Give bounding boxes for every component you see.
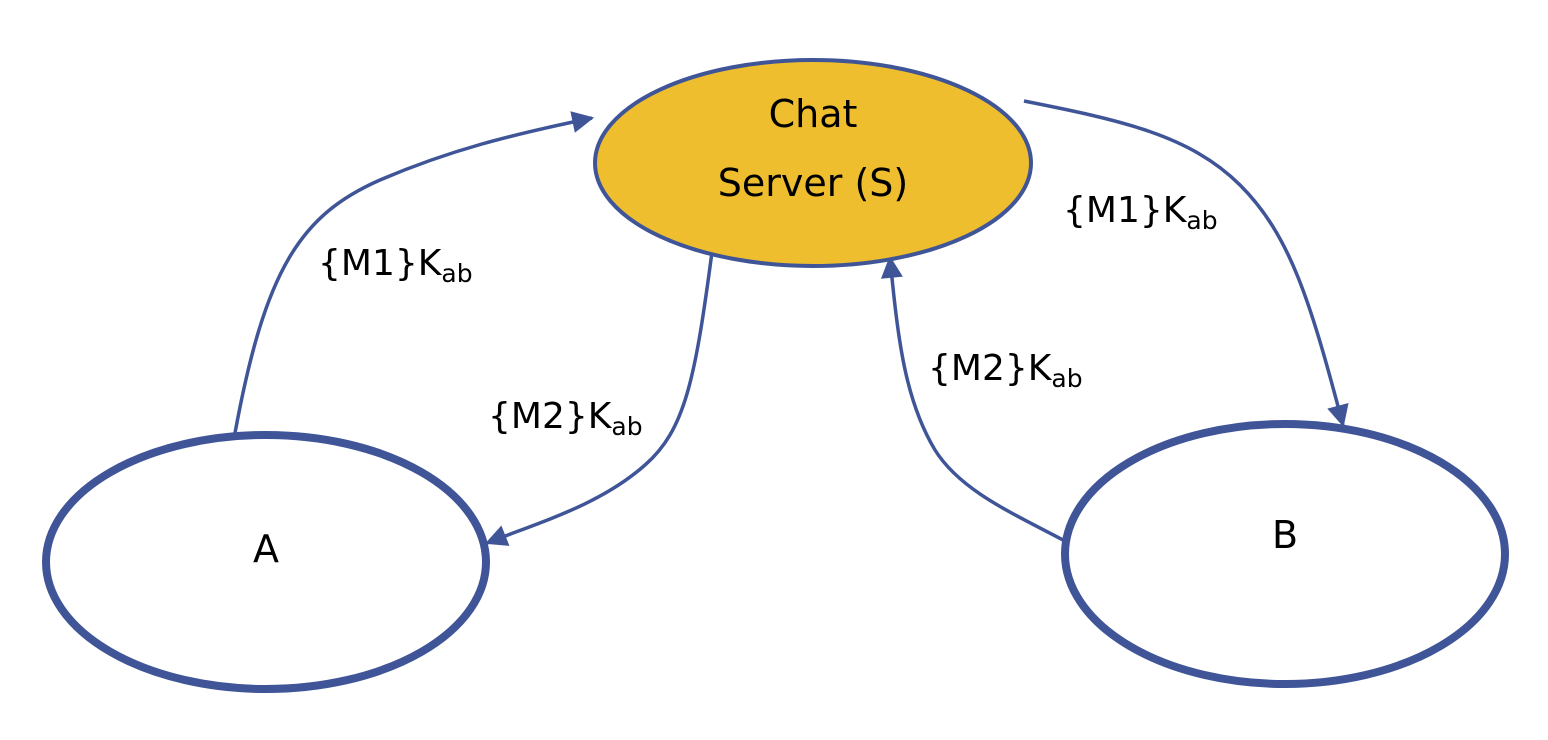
edge-label-server-to-a-sub: ab (611, 412, 642, 441)
edge-label-b-to-server-sub: ab (1051, 364, 1082, 393)
client-a-ellipse (42, 431, 490, 693)
edge-server-to-b (1023, 99, 1349, 428)
edge-label-server-to-a-base: {M2}K (488, 396, 613, 437)
server-ellipse (593, 58, 1033, 268)
edge-b-to-server (880, 255, 1064, 542)
edge-a-to-server (233, 111, 595, 434)
client-a-label: A (253, 527, 279, 571)
server-label-line1: Chat (769, 92, 858, 136)
client-a-node: A (42, 431, 490, 693)
edge-label-server-to-b-base: {M1}K (1063, 190, 1188, 231)
edge-label-a-to-server-sub: ab (441, 259, 472, 288)
edge-label-server-to-a: {M2}Kab (488, 396, 643, 441)
server-label-line2: Server (S) (718, 161, 908, 205)
client-b-node: B (1061, 420, 1509, 688)
edge-server-to-a (484, 251, 714, 546)
client-b-label: B (1272, 513, 1298, 557)
edge-label-a-to-server: {M1}Kab (318, 243, 473, 288)
edge-label-b-to-server-base: {M2}K (928, 348, 1053, 389)
edge-label-server-to-b: {M1}Kab (1063, 190, 1218, 235)
edge-label-a-to-server-base: {M1}K (318, 243, 443, 284)
client-b-ellipse (1061, 420, 1509, 688)
server-node: Chat Server (S) (593, 58, 1033, 268)
edge-label-b-to-server: {M2}Kab (928, 348, 1083, 393)
edge-label-server-to-b-sub: ab (1186, 206, 1217, 235)
